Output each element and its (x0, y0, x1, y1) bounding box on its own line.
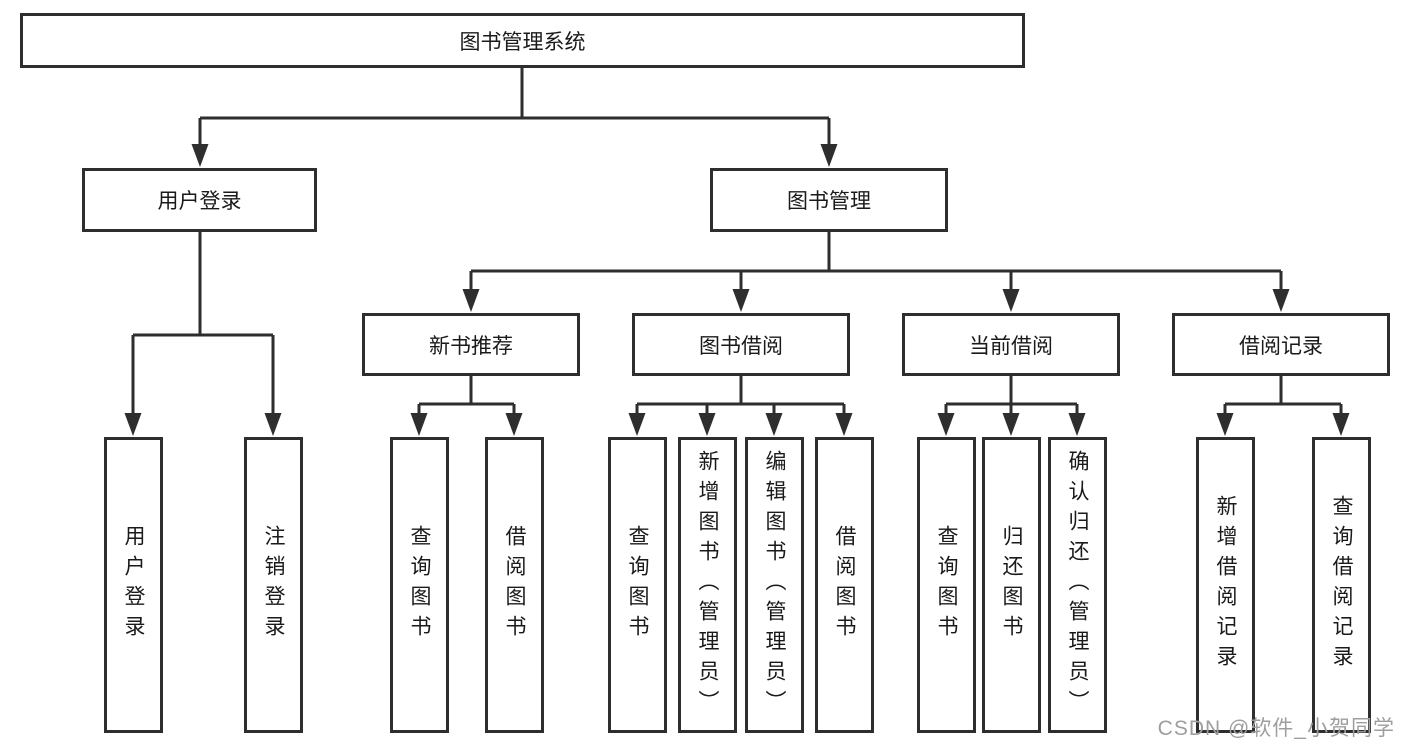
node-root-label: 图书管理系统 (459, 30, 586, 54)
node-label: 注销登录 (262, 525, 285, 645)
node-book-management: 图书管理 (710, 168, 948, 232)
node-label: 查询借阅记录 (1330, 495, 1353, 675)
node-leaf-return-books: 归还图书 (982, 437, 1041, 733)
node-book-borrowing: 图书借阅 (632, 313, 850, 376)
node-leaf-edit-books-admin: 编辑图书（管理员） (745, 437, 804, 733)
node-label: 借阅图书 (503, 525, 526, 645)
node-leaf-recommend-borrow-books: 借阅图书 (485, 437, 544, 733)
node-label: 新书推荐 (429, 334, 513, 358)
node-leaf-logout: 注销登录 (244, 437, 303, 733)
node-leaf-borrowing-borrow-books: 借阅图书 (815, 437, 874, 733)
node-label: 查询图书 (935, 525, 958, 645)
node-new-book-recommend: 新书推荐 (362, 313, 580, 376)
node-label: 用户登录 (122, 525, 145, 645)
node-leaf-confirm-return-admin: 确认归还（管理员） (1048, 437, 1107, 733)
node-label: 用户登录 (157, 190, 242, 213)
node-leaf-recommend-query-books: 查询图书 (390, 437, 449, 733)
node-label: 借阅图书 (833, 525, 856, 645)
node-label: 图书借阅 (699, 334, 783, 358)
node-borrow-records: 借阅记录 (1172, 313, 1390, 376)
node-label: 归还图书 (1000, 525, 1023, 645)
node-current-borrowing: 当前借阅 (902, 313, 1120, 376)
node-label: 图书管理 (787, 190, 871, 213)
node-user-login-branch: 用户登录 (82, 168, 317, 232)
node-leaf-current-query-books: 查询图书 (917, 437, 976, 733)
node-label: 查询图书 (408, 525, 431, 645)
node-leaf-user-login: 用户登录 (104, 437, 163, 733)
node-label: 查询图书 (626, 525, 649, 645)
node-label: 借阅记录 (1239, 334, 1323, 358)
csdn-watermark: CSDN @软件_小贺同学 (1157, 717, 1395, 740)
node-leaf-add-books-admin: 新增图书（管理员） (678, 437, 737, 733)
node-label: 确认归还（管理员） (1066, 450, 1089, 720)
node-label: 新增借阅记录 (1214, 495, 1237, 675)
node-label: 当前借阅 (969, 334, 1053, 358)
node-leaf-borrowing-query-books: 查询图书 (608, 437, 667, 733)
node-label: 编辑图书（管理员） (763, 450, 786, 720)
node-label: 新增图书（管理员） (696, 450, 719, 720)
node-leaf-add-borrow-record: 新增借阅记录 (1196, 437, 1255, 733)
node-leaf-query-borrow-record: 查询借阅记录 (1312, 437, 1371, 733)
node-root: 图书管理系统 (20, 13, 1025, 68)
